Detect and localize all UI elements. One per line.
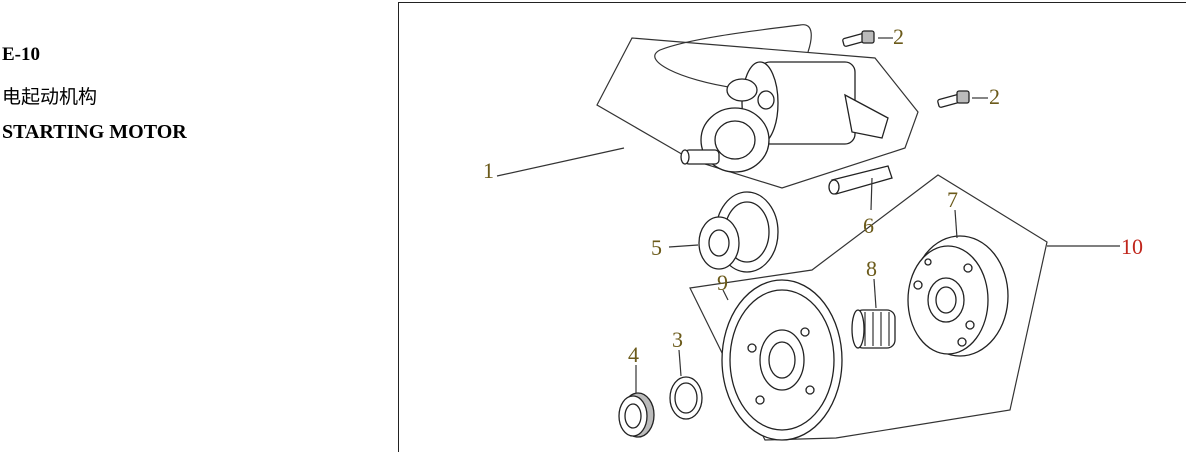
- needle-bearing[interactable]: [851, 309, 896, 349]
- washer[interactable]: [669, 376, 703, 420]
- leader-1: [496, 147, 625, 177]
- driven-gear[interactable]: [721, 279, 843, 441]
- callout-7: 7: [947, 187, 958, 212]
- callout-1: 1: [483, 158, 494, 183]
- callout-2a: 2: [893, 24, 904, 49]
- leader-7: [954, 209, 958, 239]
- leader-5: [668, 244, 699, 248]
- leader-3: [678, 349, 682, 377]
- callout-8: 8: [866, 256, 877, 281]
- title-panel: E-10 电起动机构 STARTING MOTOR: [0, 0, 398, 452]
- callout-2b: 2: [989, 84, 1000, 109]
- callout-6: 6: [863, 213, 874, 238]
- callout-5: 5: [651, 235, 662, 260]
- section-title-cn: 电起动机构: [2, 86, 98, 108]
- callout-4: 4: [628, 342, 639, 367]
- callout-9: 9: [717, 270, 728, 295]
- bolt-lower[interactable]: [937, 90, 970, 108]
- section-code: E-10: [2, 44, 40, 65]
- vertical-divider: [398, 2, 399, 452]
- callout-3: 3: [672, 327, 683, 352]
- starter-motor[interactable]: [654, 24, 889, 173]
- bolt-upper[interactable]: [842, 30, 875, 47]
- callout-10: 10: [1121, 234, 1143, 259]
- section-title-en: STARTING MOTOR: [2, 121, 187, 143]
- leader-9: [722, 289, 729, 301]
- oil-seal[interactable]: [618, 392, 655, 438]
- motor-group-outline: [596, 37, 919, 189]
- leader-6: [870, 177, 873, 211]
- one-way-clutch[interactable]: [907, 235, 1009, 357]
- leader-8: [873, 278, 877, 309]
- horizontal-divider: [398, 2, 1186, 3]
- shaft[interactable]: [828, 165, 893, 195]
- reduction-gear[interactable]: [698, 191, 779, 273]
